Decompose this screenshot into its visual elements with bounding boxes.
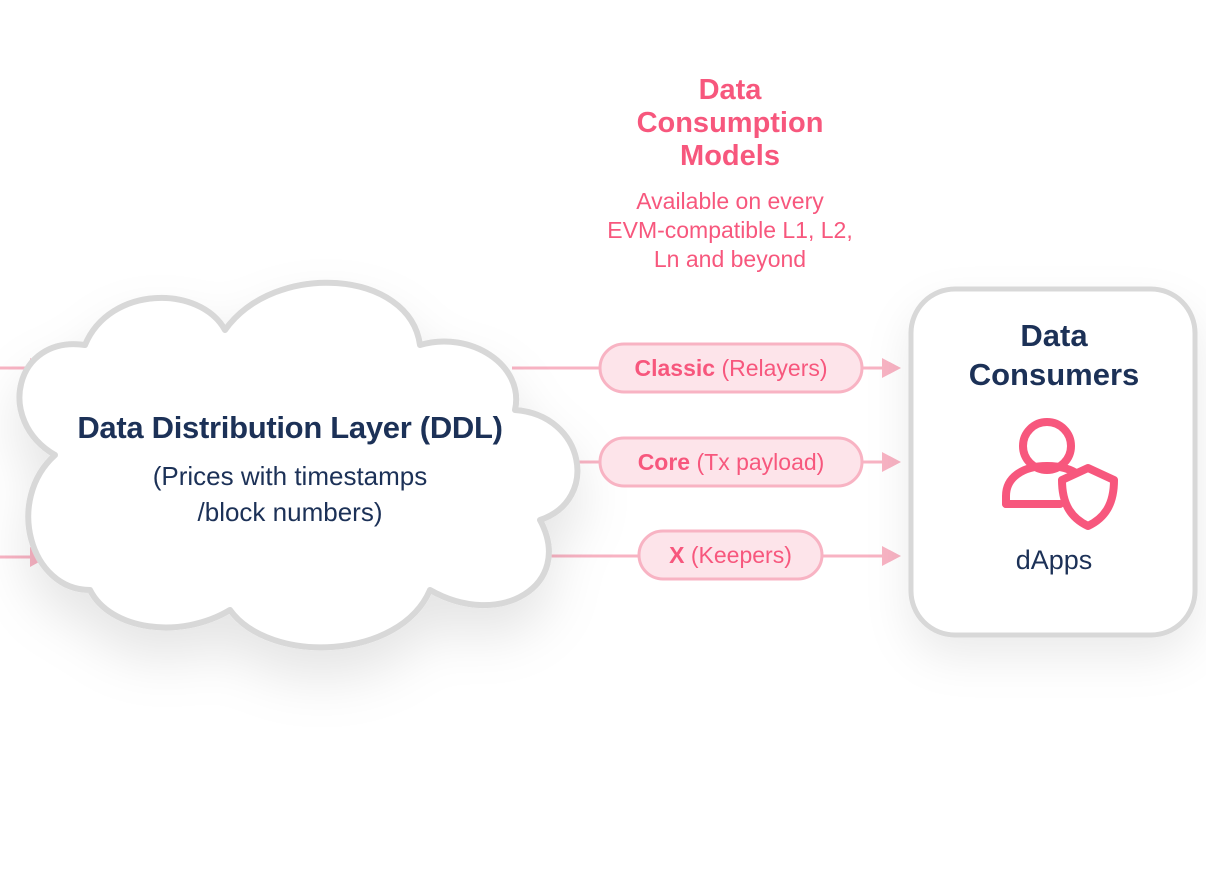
connector-arrowheads [882, 358, 901, 566]
consumers-title-line-1: Data [1020, 318, 1088, 353]
ddl-title: Data Distribution Layer (DDL) [77, 410, 503, 445]
connector-lines [512, 366, 888, 558]
pill-classic [598, 342, 864, 394]
consumers-title: Data Consumers [920, 316, 1188, 394]
models-title-line-1: Data [698, 74, 762, 106]
pill-core-label: Core (Tx payload) [600, 447, 862, 477]
ddl-subtitle-line-1: (Prices with timestamps [152, 461, 428, 491]
consumers-caption: dApps [1015, 545, 1093, 575]
pill-x-label: X (Keepers) [639, 540, 822, 570]
models-subtitle-line-2: EVM-compatible L1, L2, [607, 217, 853, 243]
user-shield-icon [1002, 418, 1118, 530]
pill-core [598, 436, 864, 488]
pill-x-name: X [669, 542, 685, 568]
consumers-box [908, 286, 1198, 638]
pill-x-detail: (Keepers) [690, 542, 792, 568]
models-title-line-2: Consumption [636, 107, 824, 139]
pill-classic-detail: (Relayers) [721, 355, 828, 381]
models-title-line-3: Models [680, 140, 780, 172]
pill-core-detail: (Tx payload) [696, 449, 825, 475]
pill-core-name: Core [637, 449, 691, 475]
pill-classic-name: Classic [634, 355, 716, 381]
models-subtitle-line-1: Available on every [636, 188, 824, 214]
ddl-cloud [16, 279, 581, 651]
ddl-subtitle: (Prices with timestamps /block numbers) [60, 458, 520, 530]
pill-x [637, 529, 824, 581]
ddl-subtitle-line-2: /block numbers) [197, 497, 383, 527]
models-subtitle: Available on every EVM-compatible L1, L2… [540, 187, 920, 274]
consumers-title-line-2: Consumers [968, 357, 1140, 392]
models-subtitle-line-3: Ln and beyond [653, 246, 807, 272]
pill-classic-label: Classic (Relayers) [600, 353, 862, 383]
models-title: Data Consumption Models [560, 74, 900, 173]
